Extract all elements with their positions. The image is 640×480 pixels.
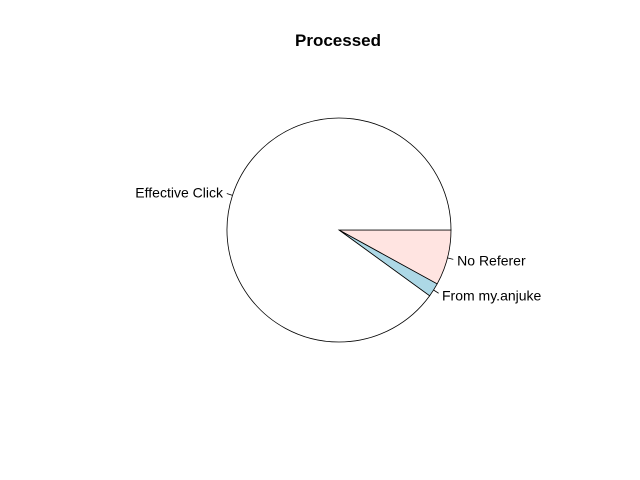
pie-label-tick — [433, 289, 439, 294]
pie-label: No Referer — [457, 252, 526, 268]
pie-label-tick — [226, 193, 233, 196]
chart-title: Processed — [295, 31, 381, 50]
pie-label: Effective Click — [135, 184, 224, 200]
pie-label: From my.anjuke — [442, 287, 542, 303]
pie-slice-effective-click — [226, 117, 452, 343]
pie-label-tick — [447, 257, 454, 260]
pie-slices — [226, 117, 452, 343]
